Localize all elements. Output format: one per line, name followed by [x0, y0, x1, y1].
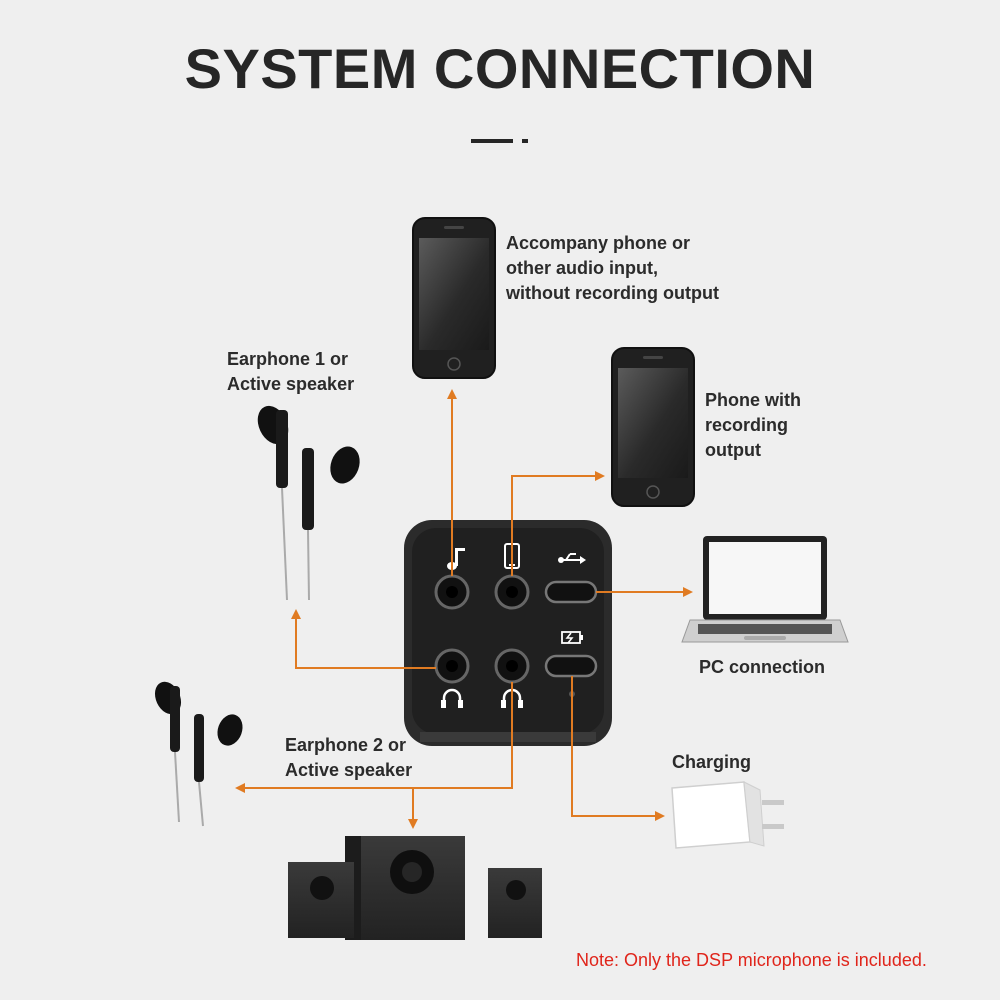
pc-connection-label: PC connection — [699, 655, 825, 680]
label-line: PC connection — [699, 657, 826, 677]
arrow-to-charger — [571, 676, 665, 821]
label-line: Phone with — [705, 390, 801, 410]
charging-label: Charging — [672, 750, 751, 775]
audio-jack-music — [434, 574, 470, 610]
battery-icon — [561, 631, 583, 644]
title-rule-dot — [522, 139, 528, 143]
earphone-2-image — [154, 681, 243, 827]
laptop-image — [681, 536, 849, 643]
recording-phone-image — [611, 347, 695, 507]
speaker-system-image — [288, 836, 542, 940]
title-rule-long — [471, 139, 513, 143]
accompany-phone-label: Accompany phone or other audio input, wi… — [506, 231, 719, 306]
label-line: other audio input, — [506, 258, 658, 278]
label-line: Accompany phone or — [506, 233, 691, 253]
label-line: recording — [705, 415, 789, 435]
usb-icon — [558, 553, 586, 564]
label-line: Active speaker — [285, 760, 413, 780]
audio-jack-headphone-2 — [494, 648, 530, 684]
usb-port — [544, 580, 598, 604]
earphone-1-image — [257, 405, 360, 601]
arrow-to-earphone-2 — [235, 682, 513, 793]
label-line: without recording output — [506, 283, 719, 303]
label-line: Charging — [672, 752, 751, 772]
label-line: Earphone 2 or — [285, 735, 407, 755]
earphone-2-label: Earphone 2 or Active speaker — [285, 733, 412, 783]
included-note: Note: Only the DSP microphone is include… — [576, 950, 927, 970]
charging-port — [544, 654, 598, 678]
recording-phone-label: Phone with recording output — [705, 388, 801, 463]
audio-jack-phone — [494, 574, 530, 610]
arrow-to-earphone-1 — [291, 609, 436, 669]
label-line: output — [705, 440, 761, 460]
earphone-1-label: Earphone 1 or Active speaker — [227, 347, 354, 397]
charger-image — [671, 781, 784, 849]
audio-jack-headphone-1 — [434, 648, 470, 684]
label-line: Earphone 1 or — [227, 349, 349, 369]
label-line: Active speaker — [227, 374, 355, 394]
accompany-phone-image — [412, 217, 496, 379]
page-title: SYSTEM CONNECTION — [184, 37, 816, 100]
arrow-to-recording-phone — [511, 471, 605, 576]
